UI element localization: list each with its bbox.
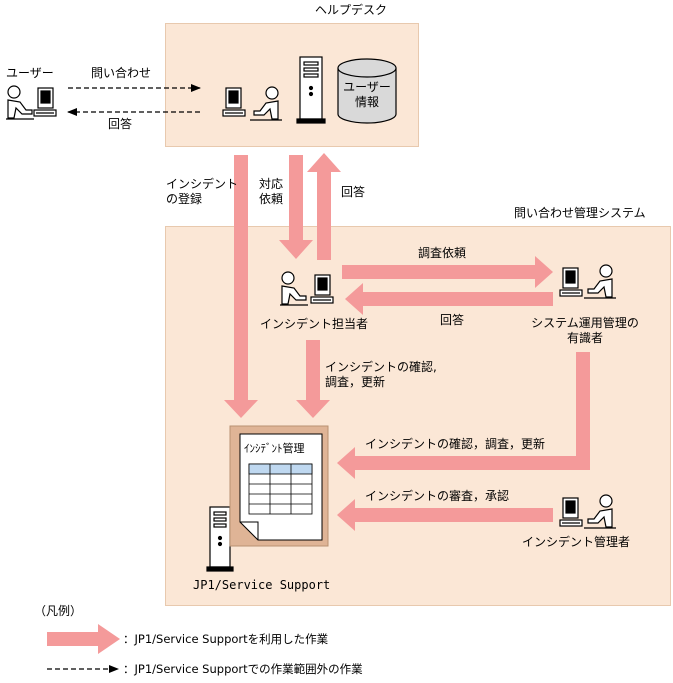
incident-document-icon [229, 425, 329, 547]
inquiry-label: 問い合わせ [91, 66, 152, 80]
handler-pc-icon [310, 274, 334, 304]
handler-person-icon [280, 271, 308, 306]
investigation-request-label: 調査依頼 [418, 246, 467, 260]
arrow-reply [307, 153, 341, 260]
register-label: インシデント の登録 [166, 177, 238, 207]
jp1-server-icon [206, 506, 234, 572]
arrow-request [279, 155, 313, 259]
product-label: JP1/Service Support [193, 578, 331, 592]
arrow-handler-action [296, 340, 330, 418]
expert-action-label: インシデントの確認，調査，更新 [365, 437, 546, 451]
arrow-expert-answer [345, 283, 553, 315]
legend-solid-arrow [47, 624, 120, 654]
database-label: ユーザー 情報 [338, 80, 396, 110]
manager-pc-icon [559, 497, 583, 527]
handler-label: インシデント担当者 [260, 317, 369, 331]
user-pc-icon [33, 87, 57, 117]
expert-label-line2: 有識者 [566, 331, 603, 345]
register-label-line1: インシデント [166, 177, 239, 191]
legend-dashed-label: ：JP1/Service Supportでの作業範囲外の作業 [123, 662, 363, 676]
user-answer-label: 回答 [108, 117, 133, 131]
helpdesk-person-icon [250, 86, 282, 121]
system-title: 問い合わせ管理システム [514, 206, 646, 220]
arrow-expert-action [337, 352, 590, 479]
legend-title: （凡例） [34, 604, 83, 618]
expert-answer-label: 回答 [440, 313, 465, 327]
manager-label: インシデント管理者 [522, 535, 631, 549]
document-title: ｲﾝｼﾃﾞﾝﾄ管理 [244, 442, 305, 455]
request-label: 対応 依頼 [259, 177, 283, 207]
expert-label-line1: システム運用管理の [531, 316, 639, 330]
manager-person-icon [584, 494, 616, 529]
handler-action-line2: 調査，更新 [325, 375, 386, 389]
expert-label: システム運用管理の 有識者 [520, 316, 650, 346]
reply-label: 回答 [341, 185, 366, 199]
register-label-line2: の登録 [166, 192, 203, 206]
expert-pc-icon [559, 267, 583, 297]
helpdesk-server-icon [296, 56, 326, 124]
request-label-line2: 依頼 [259, 192, 284, 206]
arrow-incident-register [224, 155, 258, 418]
database-label-line1: ユーザー [343, 80, 391, 94]
expert-person-icon [584, 264, 616, 299]
helpdesk-title: ヘルプデスク [315, 3, 388, 17]
database-icon [337, 58, 397, 124]
legend-solid-label: ：JP1/Service Supportを利用した作業 [123, 632, 329, 646]
helpdesk-pc-icon [222, 87, 246, 117]
arrow-investigation-request [342, 256, 553, 288]
request-label-line1: 対応 [259, 177, 284, 191]
manager-action-label: インシデントの審査，承認 [365, 489, 510, 503]
database-label-line2: 情報 [354, 95, 379, 109]
handler-action-label: インシデントの確認, 調査，更新 [325, 360, 437, 390]
handler-action-line1: インシデントの確認, [325, 360, 437, 374]
user-person-icon [6, 85, 34, 120]
arrow-manager-action [337, 499, 553, 531]
user-label: ユーザー [6, 66, 54, 80]
